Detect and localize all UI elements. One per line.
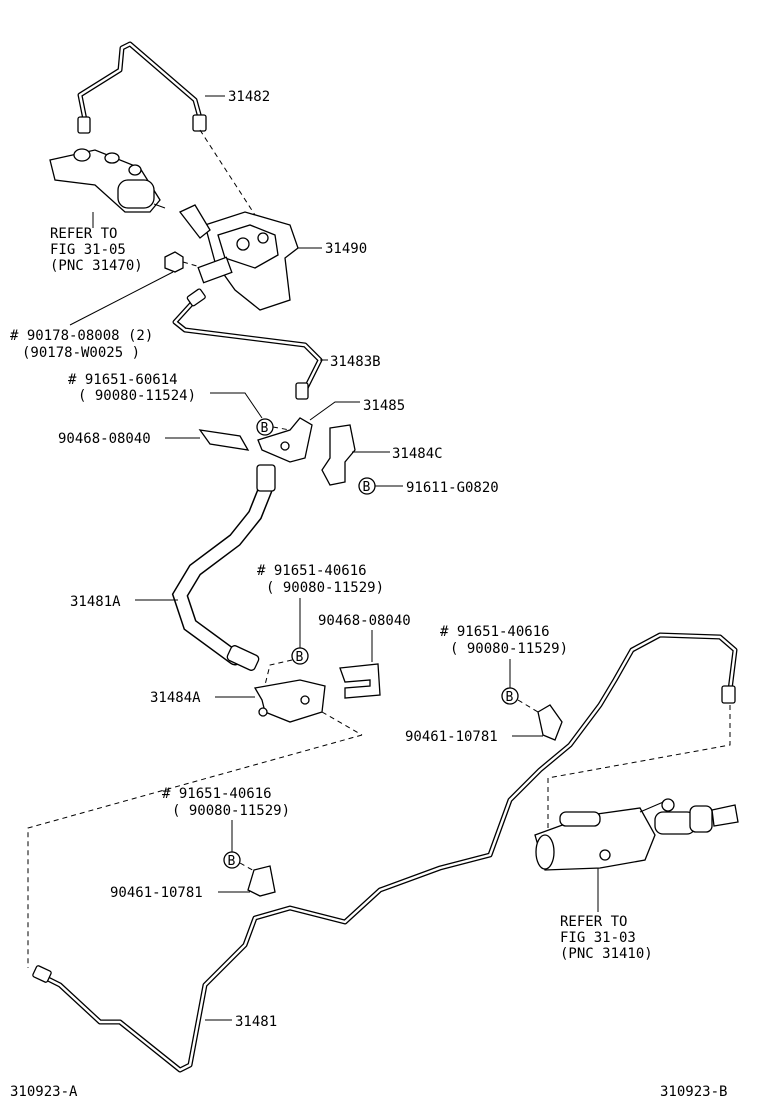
label-31484a: 31484A — [150, 690, 201, 706]
ref-left-line1: REFER TO — [50, 226, 117, 242]
svg-text:B: B — [506, 690, 514, 705]
ref-right-line2: FIG 31-03 — [560, 930, 636, 946]
clutch-cylinder-left — [49, 148, 166, 213]
label-91651-40616-low: # 91651-40616 — [162, 786, 272, 802]
label-90468-08040-mid: 90468-08040 — [318, 613, 411, 629]
label-90178-w0025: (90178-W0025 ) — [22, 345, 140, 361]
label-90468-08040-upper: 90468-08040 — [58, 431, 151, 447]
tube-31483b[interactable] — [172, 288, 323, 400]
bolt-marker-b4[interactable]: B — [501, 687, 519, 705]
figure-id-a: 310923-A — [10, 1084, 78, 1100]
label-31485: 31485 — [363, 398, 405, 414]
bracket-31484c[interactable] — [321, 424, 356, 486]
ref-right-line3: (PNC 31410) — [560, 946, 653, 962]
label-90080-11529-low: ( 90080-11529) — [172, 803, 290, 819]
clutch-cylinder-right — [534, 798, 739, 871]
clip-90461-10781-low[interactable] — [247, 865, 276, 897]
label-90178-08008: # 90178-08008 (2) — [10, 328, 153, 344]
svg-text:B: B — [261, 421, 269, 436]
clip-90461-10781-right[interactable] — [537, 704, 563, 741]
label-91651-40616-mid: # 91651-40616 — [257, 563, 367, 579]
clip-90468-08040-mid[interactable] — [339, 663, 381, 699]
bolt-marker-b5[interactable]: B — [223, 851, 241, 869]
label-31490: 31490 — [325, 241, 367, 257]
label-31481: 31481 — [235, 1014, 277, 1030]
label-90080-11524: ( 90080-11524) — [78, 388, 196, 404]
ref-right-line1: REFER TO — [560, 914, 627, 930]
bolt-marker-b2[interactable]: B — [358, 477, 376, 495]
svg-text:B: B — [296, 650, 304, 665]
label-91651-40616-right: # 91651-40616 — [440, 624, 550, 640]
tube-31481[interactable] — [32, 632, 738, 1073]
figure-id-b: 310923-B — [660, 1084, 727, 1100]
label-31484c: 31484C — [392, 446, 443, 462]
hose-31481a[interactable] — [171, 464, 276, 672]
bolt-marker-b3[interactable]: B — [291, 647, 309, 665]
ref-left-line3: (PNC 31470) — [50, 258, 143, 274]
label-31483b: 31483B — [330, 354, 381, 370]
bracket-31484a[interactable] — [253, 679, 326, 723]
label-90080-11529-mid: ( 90080-11529) — [266, 580, 384, 596]
label-31482: 31482 — [228, 89, 270, 105]
bolt-marker-b1[interactable]: B — [256, 418, 274, 436]
valve-31490[interactable] — [178, 204, 299, 311]
svg-text:B: B — [363, 480, 371, 495]
label-31481a: 31481A — [70, 594, 121, 610]
tube-31482[interactable] — [77, 41, 207, 134]
label-90080-11529-right: ( 90080-11529) — [450, 641, 568, 657]
label-91651-60614: # 91651-60614 — [68, 372, 178, 388]
label-91611-g0820: 91611-G0820 — [406, 480, 499, 496]
clip-90468-08040-upper[interactable] — [198, 429, 250, 451]
ref-left-line2: FIG 31-05 — [50, 242, 126, 258]
bolt-90178-08008[interactable] — [164, 251, 184, 273]
label-90461-10781-right: 90461-10781 — [405, 729, 498, 745]
bracket-31485[interactable] — [257, 417, 313, 463]
svg-text:B: B — [228, 854, 236, 869]
label-90461-10781-low: 90461-10781 — [110, 885, 203, 901]
